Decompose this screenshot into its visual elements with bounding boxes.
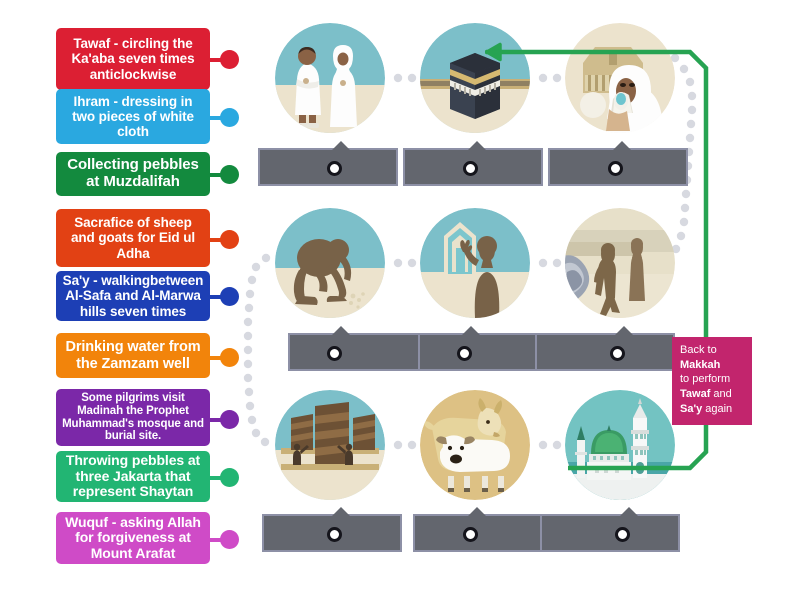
connector-dot-jamarat[interactable] [220,468,239,487]
note-line-1: Back to [680,344,717,356]
connector-dot-tawaf[interactable] [220,50,239,69]
drop-bar-pointer [468,507,486,516]
drop-bar-pointer [615,326,633,335]
drop-bar-pointer [468,141,486,150]
connector-stem-zamzam [208,356,230,360]
drop-bar-pointer [620,507,638,516]
drop-bar-answer-2[interactable] [403,141,543,186]
picture-jamarat [275,390,385,500]
drop-bar-target-dot[interactable] [457,346,472,361]
picture-collect-pebbles [275,208,385,318]
picture-say-walking [565,208,675,318]
connector-stem-madinah [208,418,230,422]
label-card-jamarat[interactable]: Throwing pebbles at three Jakarta that r… [56,451,210,502]
drop-bar-pointer [332,141,350,150]
note-line-2: Makkah [680,358,721,371]
label-card-sacrifice[interactable]: Sacrafice of sheep and goats for Eid ul … [56,209,210,267]
connector-dot-ihram[interactable] [220,108,239,127]
picture-wuquf-praying [420,208,530,318]
connector-dot-sacrifice[interactable] [220,230,239,249]
drop-bar-pointer [613,141,631,150]
label-card-zamzam[interactable]: Drinking water from the Zamzam well [56,333,210,378]
drop-bar-target-dot[interactable] [327,346,342,361]
connector-stem-jamarat [208,476,230,480]
connector-dot-zamzam[interactable] [220,348,239,367]
connector-dot-madinah[interactable] [220,410,239,429]
drop-bar-answer-6[interactable] [535,326,675,371]
connector-stem-tawaf [208,58,230,62]
drop-bar-pointer [332,326,350,335]
picture-madinah-mosque [565,390,675,500]
connector-dot-say[interactable] [220,287,239,306]
drop-bar-answer-7[interactable] [262,507,402,552]
note-line-3: to perform [680,373,731,386]
drop-bar-answer-1[interactable] [258,141,398,186]
drop-bar-pointer [462,326,480,335]
drop-bar-target-dot[interactable] [463,161,478,176]
drop-bar-target-dot[interactable] [608,161,623,176]
note-line-4: Tawaf and [680,387,732,400]
connector-dot-collecting-pebbles[interactable] [220,165,239,184]
note-line-5: Sa'y again [680,402,733,415]
drop-bar-answer-9[interactable] [540,507,680,552]
picture-zamzam-drinking [565,23,675,133]
drop-bar-target-dot[interactable] [327,527,342,542]
drop-bar-target-dot[interactable] [327,161,342,176]
drop-bar-target-dot[interactable] [615,527,630,542]
label-card-tawaf[interactable]: Tawaf - circling the Ka'aba seven times … [56,28,210,90]
connector-stem-ihram [208,116,230,120]
label-card-collecting-pebbles[interactable]: Collecting pebbles at Muzdalifah [56,152,210,196]
drop-bar-answer-3[interactable] [548,141,688,186]
label-card-say[interactable]: Sa'y - walkingbetween Al-Safa and Al-Mar… [56,271,210,321]
drop-bar-target-dot[interactable] [610,346,625,361]
back-to-makkah-note[interactable]: Back to Makkah to perform Tawaf and Sa'y… [672,337,752,425]
connector-stem-say [208,295,230,299]
label-card-ihram[interactable]: Ihram - dressing in two pieces of white … [56,89,210,144]
drop-bar-answer-4[interactable] [288,326,428,371]
label-card-wuquf[interactable]: Wuquf - asking Allah for forgiveness at … [56,512,210,564]
connector-dot-wuquf[interactable] [220,530,239,549]
picture-kaaba [420,23,530,133]
picture-ihram-pilgrims [275,23,385,133]
drop-bar-answer-8[interactable] [413,507,553,552]
connector-stem-collecting-pebbles [208,173,230,177]
label-card-madinah[interactable]: Some pilgrims visit Madinah the Prophet … [56,389,210,446]
connector-stem-sacrifice [208,238,230,242]
drop-bar-target-dot[interactable] [463,527,478,542]
picture-sacrifice-animals [420,390,530,500]
connector-stem-wuquf [208,538,230,542]
drop-bar-pointer [332,507,350,516]
